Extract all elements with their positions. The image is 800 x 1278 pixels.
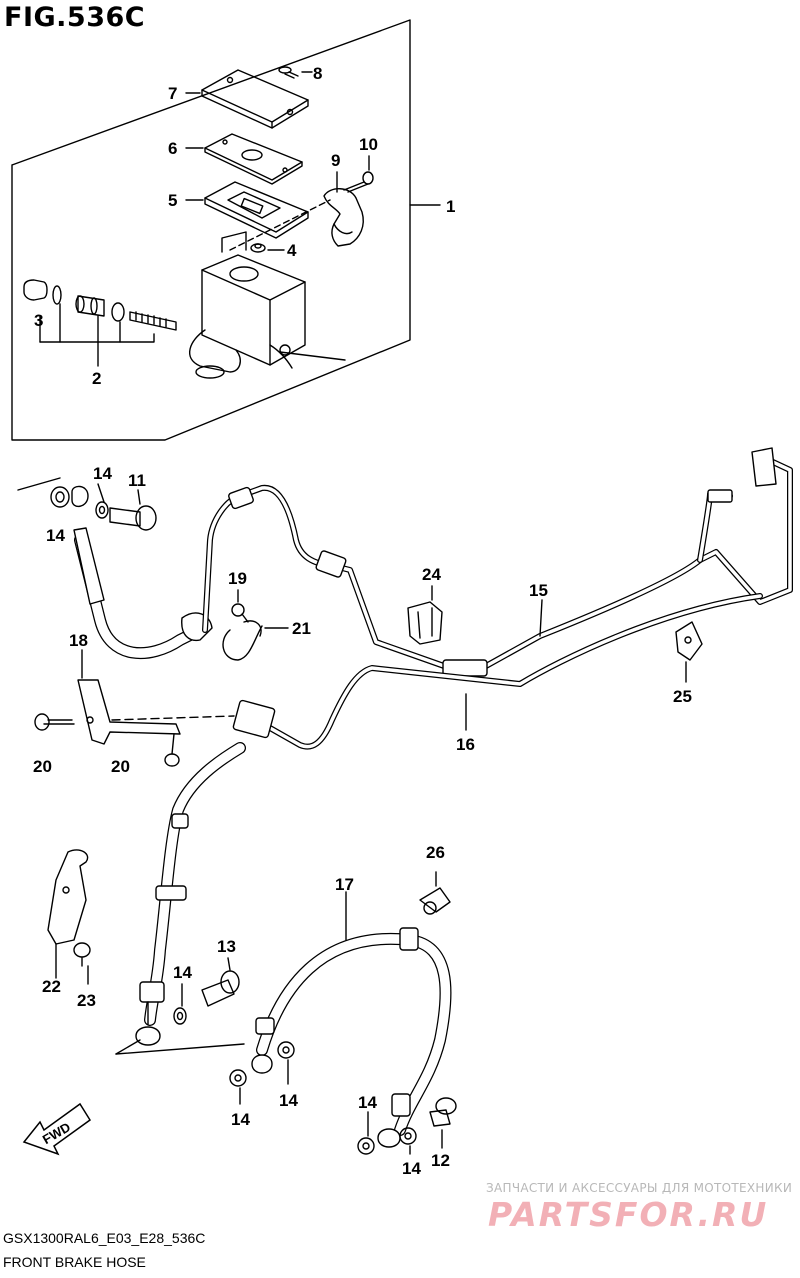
banjo-fitting-top (71, 485, 89, 507)
fwd-arrow: FWD (22, 1102, 92, 1156)
callout-24: 24 (422, 565, 441, 584)
figure-title: FIG.536C (4, 2, 146, 33)
pipe-clip (222, 620, 263, 661)
banjo-bolt-top (109, 505, 157, 531)
callout-14g: 14 (402, 1159, 421, 1178)
callout-26: 26 (426, 843, 445, 862)
handlebar-clamp (323, 188, 364, 247)
callout-14e: 14 (279, 1091, 298, 1110)
callout-11: 11 (128, 471, 146, 490)
piston-kit (23, 279, 177, 331)
assembly-frame (11, 19, 411, 441)
banjo-bolt-12 (429, 1097, 457, 1127)
pipe-grommet (407, 601, 443, 645)
reservoir-cap (201, 69, 309, 129)
callout-8: 8 (313, 64, 322, 83)
leader-group-top (17, 477, 61, 491)
cap-screw (278, 66, 299, 79)
callout-23: 23 (77, 991, 96, 1010)
callout-14c: 14 (173, 963, 192, 982)
bolt-20b (164, 733, 180, 767)
callout-6: 6 (168, 139, 177, 158)
float-screw (250, 243, 266, 253)
callout-14d: 14 (231, 1110, 250, 1129)
callout-15: 15 (529, 581, 548, 600)
callout-4: 4 (287, 241, 297, 260)
banjo-17-right (377, 1128, 401, 1148)
callout-20b: 20 (111, 757, 130, 776)
model-code: GSX1300RAL6_E03_E28_536C (3, 1230, 206, 1246)
callout-1: 1 (446, 197, 455, 216)
callout-14a: 14 (93, 464, 112, 483)
washer-top-1 (50, 486, 70, 508)
callout-2: 2 (92, 369, 101, 388)
clip-screw (231, 603, 249, 623)
bolt-20a (34, 713, 73, 731)
callout-9: 9 (331, 151, 340, 170)
banjo-17-left (251, 1054, 273, 1074)
watermark-logo: PARTSFOR.RU (488, 1195, 769, 1234)
callout-7: 7 (168, 84, 177, 103)
bolt-23 (73, 942, 91, 967)
callout-22: 22 (42, 977, 61, 996)
hose-guide-22 (47, 849, 89, 945)
callout-3: 3 (34, 311, 43, 330)
callout-5: 5 (168, 191, 177, 210)
figure-caption: FRONT BRAKE HOSE (3, 1254, 146, 1270)
master-cylinder-body (189, 231, 306, 379)
callout-12: 12 (431, 1151, 450, 1170)
pipe-clamp-25 (675, 621, 703, 661)
clamp-bolt (343, 171, 374, 193)
callout-19: 19 (228, 569, 247, 588)
banjo-left (135, 1026, 161, 1046)
diaphragm (204, 181, 309, 239)
hose-junction (232, 699, 276, 739)
callout-16: 16 (456, 735, 475, 754)
washer-top-2 (95, 501, 109, 519)
hose-bracket (77, 679, 181, 745)
washer-13 (173, 1007, 187, 1025)
callout-14f: 14 (358, 1093, 377, 1112)
callout-17: 17 (335, 875, 354, 894)
hose-clamp-26 (419, 887, 451, 915)
banjo-bolt-13 (201, 970, 240, 1007)
diaphragm-plate (204, 133, 303, 185)
callout-13: 13 (217, 937, 236, 956)
watermark-tagline: ЗАПЧАСТИ И АКСЕССУАРЫ ДЛЯ МОТОТЕХНИКИ (486, 1181, 793, 1195)
callout-10: 10 (359, 135, 378, 154)
callout-18: 18 (69, 631, 88, 650)
callout-14b: 14 (46, 526, 65, 545)
callout-25: 25 (673, 687, 692, 706)
callout-20a: 20 (33, 757, 52, 776)
callout-21: 21 (292, 619, 311, 638)
